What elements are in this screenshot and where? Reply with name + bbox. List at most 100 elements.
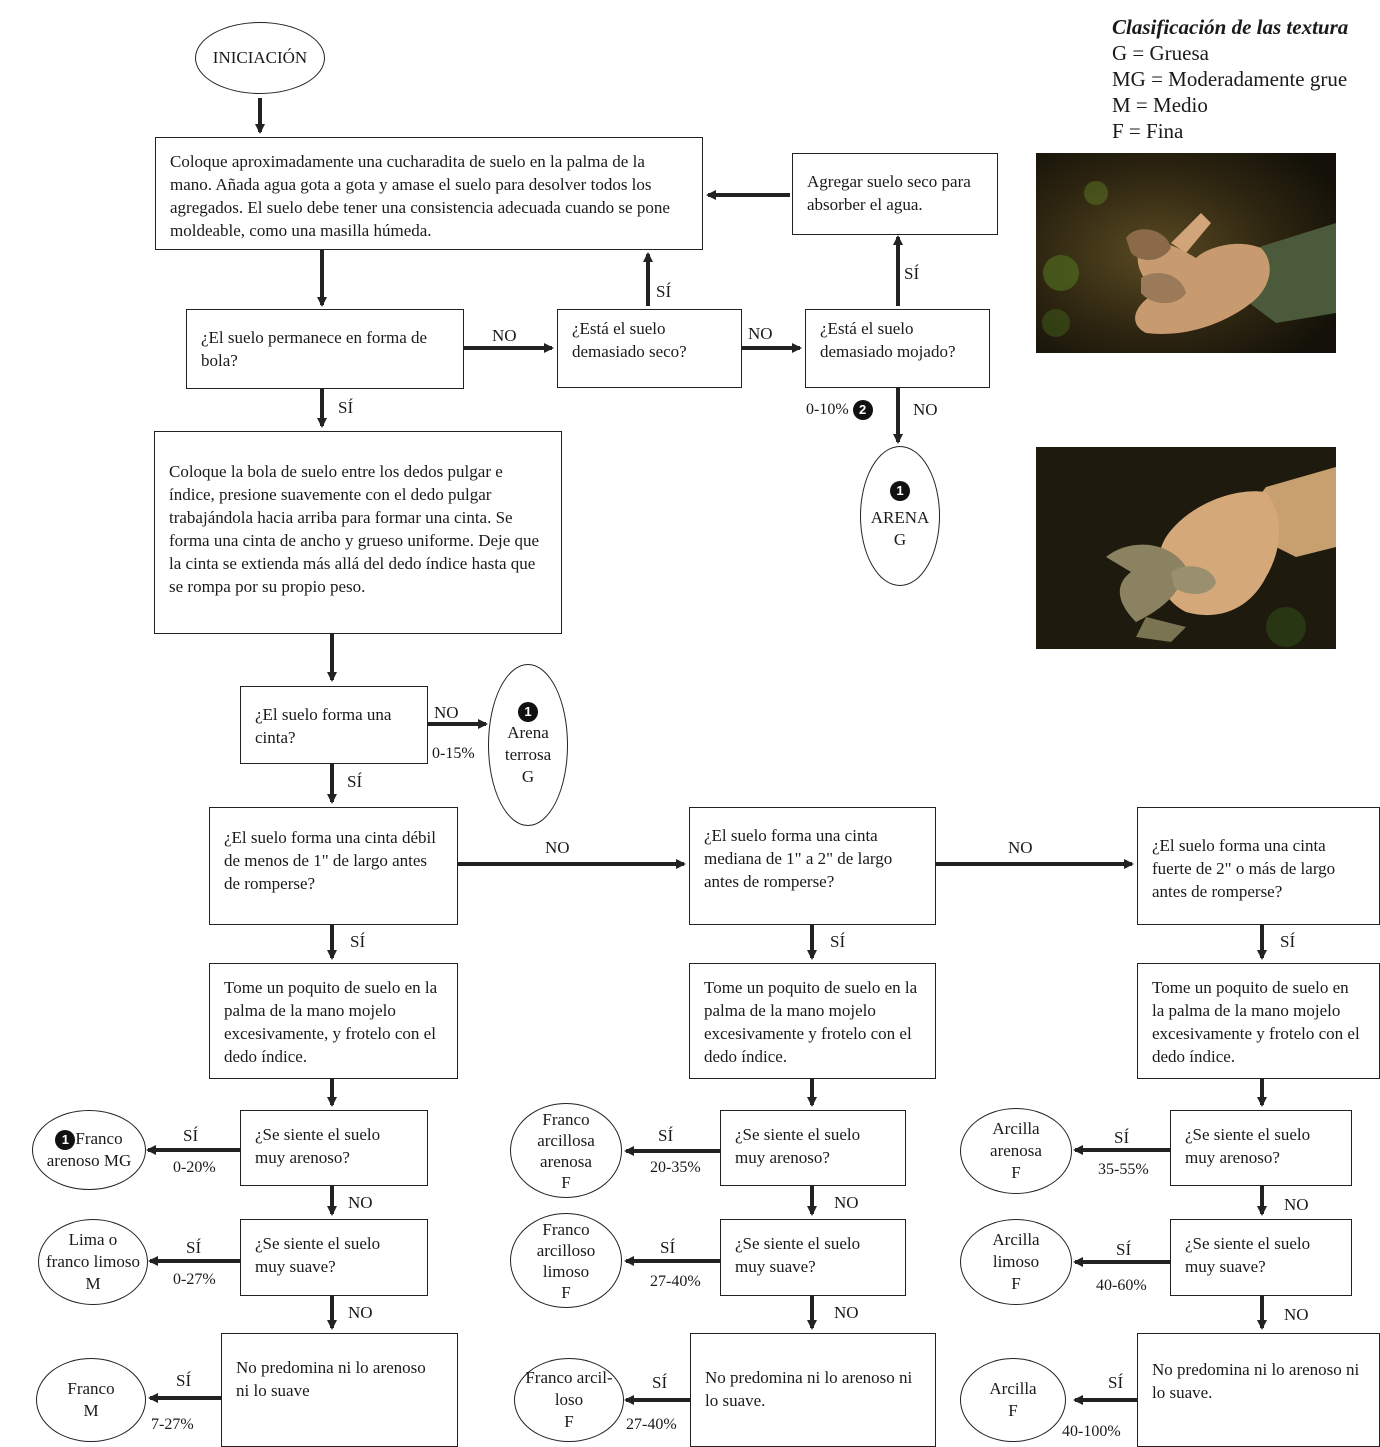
question-smooth-text-3: ¿Se siente el suelo muy suave? xyxy=(1185,1234,1311,1276)
result-c2-2-line-4: F xyxy=(561,1282,571,1302)
question-medium-ribbon-box: ¿El suelo forma una cinta mediana de 1" … xyxy=(689,807,936,925)
no-label: NO xyxy=(834,1193,859,1212)
percent-c2-neither: 27-40% xyxy=(626,1416,677,1433)
yes-label: SÍ xyxy=(652,1373,668,1392)
percent-c1-gritty: 0-20% xyxy=(173,1159,216,1176)
question-ball-text: ¿El suelo permanece en forma de bola? xyxy=(201,328,428,370)
legend-item-g: G = Gruesa xyxy=(1112,41,1209,65)
percent-c2-gritty: 20-35% xyxy=(650,1159,701,1176)
no-label: NO xyxy=(1284,1305,1309,1324)
yes-label: SÍ xyxy=(347,772,363,791)
yes-label: SÍ xyxy=(660,1238,676,1257)
yes-label: SÍ xyxy=(1116,1240,1132,1259)
result-c3-1-line-2: arenosa xyxy=(990,1141,1042,1160)
question-gritty-box-1: ¿Se siente el suelo muy arenoso? xyxy=(240,1110,428,1186)
yes-label: SÍ xyxy=(338,398,354,417)
result-franco-arcillosa-arenosa: Franco arcillosa arenosa F xyxy=(510,1103,622,1198)
neither-box-3: No predomina ni lo arenoso ni lo suave. xyxy=(1137,1333,1380,1447)
question-too-dry-box: ¿Está el suelo demasiado seco? xyxy=(557,309,742,388)
no-label: NO xyxy=(434,703,459,722)
result-c2-3-line-3: F xyxy=(564,1412,574,1431)
yes-label: SÍ xyxy=(658,1126,674,1145)
yes-label: SÍ xyxy=(1108,1373,1124,1392)
question-medium-ribbon-text: ¿El suelo forma una cinta mediana de 1" … xyxy=(704,826,893,891)
instruction-1-text: Coloque aproximadamente una cucharadita … xyxy=(170,152,670,240)
result-c2-2-line-2: arcilloso xyxy=(536,1240,596,1260)
texture-legend: Clasificación de las textura G = Gruesa … xyxy=(1112,14,1348,144)
result-c2-1-line-1: Franco xyxy=(542,1109,590,1129)
instruction-box-2: Coloque la bola de suelo entre los dedos… xyxy=(154,431,562,634)
result-c1-2-line-1: Lima o xyxy=(68,1230,118,1249)
yes-label: SÍ xyxy=(183,1126,199,1145)
take-soil-text-3: Tome un poquito de suelo en la palma de … xyxy=(1152,978,1360,1066)
percent-c3-gritty: 35-55% xyxy=(1098,1161,1149,1178)
result-c1-1-line-1: Franco xyxy=(75,1128,123,1148)
result-c3-2-line-1: Arcilla xyxy=(992,1230,1040,1249)
result-c2-1-line-3: arenosa xyxy=(540,1151,592,1171)
question-weak-ribbon-box: ¿El suelo forma una cinta débil de menos… xyxy=(209,807,458,925)
yes-label: SÍ xyxy=(830,932,846,951)
question-ball-box: ¿El suelo permanece en forma de bola? xyxy=(186,309,464,389)
result-arena-terrosa-line-1: Arena xyxy=(507,723,549,742)
result-c1-2-line-2: franco limoso xyxy=(46,1252,140,1271)
result-c3-3-line-2: F xyxy=(1008,1401,1018,1420)
result-arcilla: Arcilla F xyxy=(960,1358,1066,1442)
result-c1-3-line-1: Franco xyxy=(67,1379,115,1398)
question-smooth-box-2: ¿Se siente el suelo muy suave? xyxy=(720,1219,906,1296)
yes-label: SÍ xyxy=(176,1371,192,1390)
question-smooth-box-1: ¿Se siente el suelo muy suave? xyxy=(240,1219,428,1296)
no-label: NO xyxy=(834,1303,859,1322)
take-soil-text-2: Tome un poquito de suelo en la palma de … xyxy=(704,978,918,1066)
instruction-2-text: Coloque la bola de suelo entre los dedos… xyxy=(169,462,540,596)
take-soil-text-1: Tome un poquito de suelo en la palma de … xyxy=(224,978,438,1066)
question-gritty-box-3: ¿Se siente el suelo muy arenoso? xyxy=(1170,1110,1352,1186)
question-weak-ribbon-text: ¿El suelo forma una cinta débil de menos… xyxy=(224,828,436,893)
result-arena-line-1: ARENA xyxy=(870,508,930,527)
legend-title: Clasificación de las textura xyxy=(1112,15,1349,39)
percent-arena: 0-10% 2 xyxy=(806,400,873,421)
result-arcilla-arenosa: Arcilla arenosa F xyxy=(960,1108,1072,1194)
question-gritty-text-3: ¿Se siente el suelo muy arenoso? xyxy=(1185,1125,1311,1167)
legend-item-m: M = Medio xyxy=(1112,93,1208,117)
note-marker-1: 1 xyxy=(890,481,910,501)
percent-c3-smooth: 40-60% xyxy=(1096,1277,1147,1294)
result-arena-terrosa-line-2: terrosa xyxy=(504,745,552,764)
legend-item-f: F = Fina xyxy=(1112,119,1184,143)
percent-c1-neither: 7-27% xyxy=(151,1416,194,1433)
result-c3-3-line-1: Arcilla xyxy=(989,1379,1037,1398)
neither-text-3: No predomina ni lo arenoso ni lo suave. xyxy=(1152,1360,1360,1402)
photo-hand-ribbon xyxy=(1036,447,1336,649)
result-franco-arcilloso: Franco arcil- loso F xyxy=(514,1358,624,1442)
result-c2-3-line-1: Franco arcil- xyxy=(525,1368,613,1387)
legend-item-mg: MG = Moderadamente grue xyxy=(1112,67,1348,91)
result-c1-1-line-2: arenoso MG xyxy=(46,1151,132,1171)
start-oval: INICIACIÓN xyxy=(195,22,325,94)
result-arena-line-2: G xyxy=(893,530,907,549)
note-marker-2: 2 xyxy=(852,400,873,421)
result-c2-2-line-3: limoso xyxy=(542,1261,590,1281)
result-arena: 1 ARENA G xyxy=(860,446,940,586)
no-label: NO xyxy=(748,324,773,343)
result-c1-3-line-2: M xyxy=(83,1401,99,1420)
result-c2-1-line-4: F xyxy=(561,1172,571,1192)
percent-arena-text: 0-10% xyxy=(806,401,849,418)
question-strong-ribbon-box: ¿El suelo forma una cinta fuerte de 2" o… xyxy=(1137,807,1380,925)
take-soil-box-3: Tome un poquito de suelo en la palma de … xyxy=(1137,963,1380,1079)
start-label: INICIACIÓN xyxy=(212,48,308,67)
yes-label: SÍ xyxy=(186,1238,202,1257)
percent-c2-smooth: 27-40% xyxy=(650,1273,701,1290)
neither-text-2: No predomina ni lo arenoso ni lo suave. xyxy=(705,1368,913,1410)
result-franco: Franco M xyxy=(36,1358,146,1442)
result-c2-1-line-2: arcillosa xyxy=(537,1130,595,1150)
note-marker-1: 1 xyxy=(55,1130,76,1151)
question-gritty-text-1: ¿Se siente el suelo muy arenoso? xyxy=(255,1125,381,1167)
no-label: NO xyxy=(1008,838,1033,857)
no-label: NO xyxy=(1284,1195,1309,1214)
instruction-box-1: Coloque aproximadamente una cucharadita … xyxy=(155,137,703,250)
neither-box-1: No predomina ni lo arenoso ni lo suave xyxy=(221,1333,458,1447)
result-lima-franco-limoso: Lima o franco limoso M xyxy=(38,1219,148,1305)
percent-arena-terrosa: 0-15% xyxy=(432,745,475,762)
question-too-wet-box: ¿Está el suelo demasiado mojado? xyxy=(805,309,990,388)
